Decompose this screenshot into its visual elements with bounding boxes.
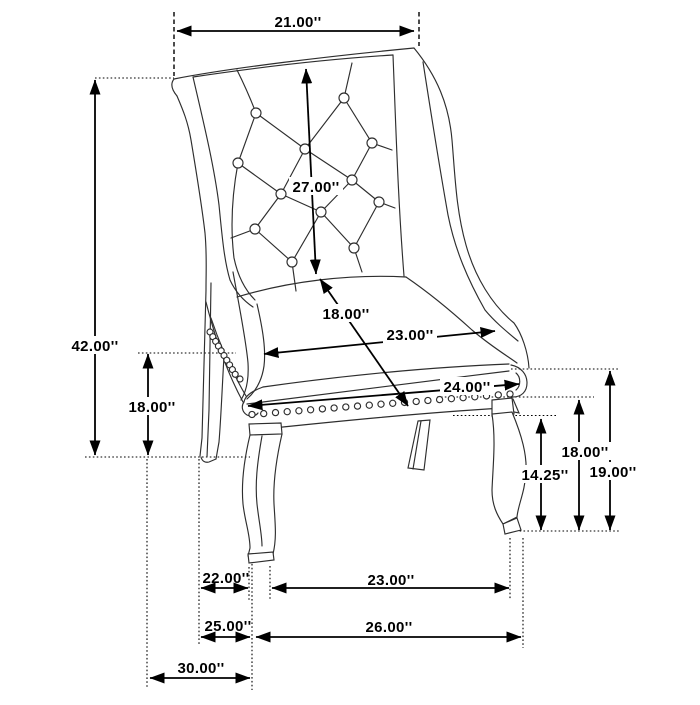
svg-text:24.00'': 24.00''	[443, 379, 490, 396]
svg-text:23.00'': 23.00''	[386, 327, 433, 344]
svg-text:19.00'': 19.00''	[589, 464, 636, 481]
svg-text:25.00'': 25.00''	[204, 618, 251, 635]
svg-text:23.00'': 23.00''	[367, 572, 414, 589]
svg-text:22.00'': 22.00''	[202, 570, 249, 587]
svg-text:30.00'': 30.00''	[177, 660, 224, 677]
svg-text:14.25'': 14.25''	[521, 467, 568, 484]
svg-text:18.00'': 18.00''	[561, 444, 608, 461]
svg-text:26.00'': 26.00''	[365, 619, 412, 636]
svg-text:42.00'': 42.00''	[71, 338, 118, 355]
svg-text:27.00'': 27.00''	[292, 179, 339, 196]
svg-text:18.00'': 18.00''	[128, 399, 175, 416]
svg-text:18.00'': 18.00''	[322, 306, 369, 323]
svg-text:21.00'': 21.00''	[274, 14, 321, 31]
